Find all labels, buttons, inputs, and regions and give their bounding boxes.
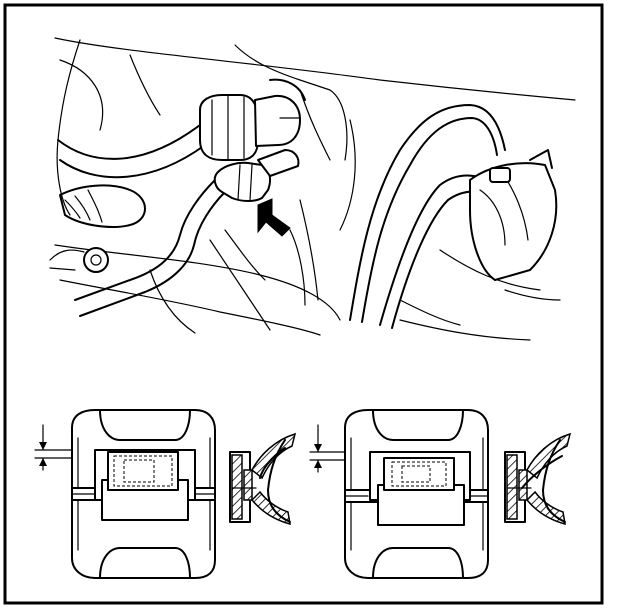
outer-frame — [3, 3, 604, 605]
connector-locked-detail-icon — [34, 409, 216, 579]
locked-cross-section-icon — [229, 432, 297, 526]
arrow-pointer-icon — [257, 198, 291, 237]
unlocked-cross-section-icon — [504, 432, 572, 526]
connector-unlocked-detail-icon — [309, 409, 489, 579]
lower-connector-icon — [213, 149, 300, 202]
engine-bay-illustration — [49, 37, 576, 341]
quick-connector-icon — [199, 78, 306, 161]
bolt-icon — [83, 247, 109, 273]
